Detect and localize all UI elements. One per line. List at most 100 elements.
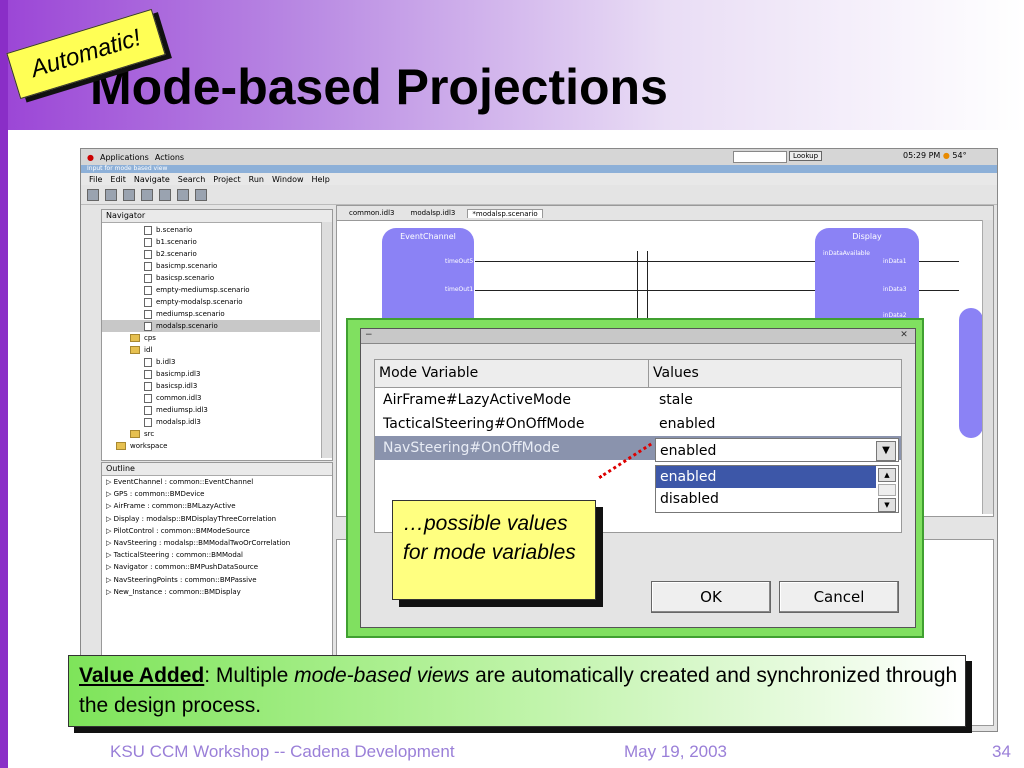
new-icon[interactable] — [87, 189, 99, 201]
expand-icon[interactable]: ▷ — [106, 538, 114, 547]
navigator-item[interactable]: mediumsp.idl3 — [102, 404, 320, 416]
save-icon[interactable] — [105, 189, 117, 201]
expand-icon[interactable]: ▷ — [106, 587, 114, 596]
navigator-item[interactable]: common.idl3 — [102, 392, 320, 404]
close-icon[interactable]: ✕ — [900, 330, 908, 340]
outline-item[interactable]: ▷ PilotControl : common::BMModeSource — [102, 525, 332, 537]
run-icon[interactable] — [159, 189, 171, 201]
navigator-item[interactable]: workspace — [102, 440, 320, 452]
value-dropdown[interactable]: enabled ▼ — [655, 438, 899, 462]
navigator-item[interactable]: basicmp.idl3 — [102, 368, 320, 380]
expand-icon[interactable]: ▷ — [106, 514, 114, 523]
menu-project[interactable]: Project — [213, 174, 241, 184]
navigator-item[interactable]: b2.scenario — [102, 248, 320, 260]
outline-item[interactable]: ▷ AirFrame : common::BMLazyActive — [102, 500, 332, 512]
expand-icon[interactable]: ▷ — [106, 551, 114, 560]
expand-icon[interactable]: ▷ — [106, 575, 114, 584]
options-scrollbar[interactable]: ▲ ▼ — [878, 468, 896, 512]
navigator-item[interactable]: cps — [102, 332, 320, 344]
navigator-item-label: b1.scenario — [156, 238, 197, 246]
menu-run[interactable]: Run — [248, 174, 264, 184]
port-timeout1[interactable]: timeOut1 — [445, 286, 474, 293]
navigator-item[interactable]: basicmp.scenario — [102, 260, 320, 272]
tab-modalsp-idl3[interactable]: modalsp.idl3 — [410, 209, 456, 217]
navigator-item[interactable]: basicsp.scenario — [102, 272, 320, 284]
dialog-titlebar[interactable]: − ✕ — [361, 329, 915, 344]
file-icon — [144, 297, 152, 307]
port-timeout5[interactable]: timeOut5 — [445, 258, 474, 265]
scroll-up-icon[interactable]: ▲ — [878, 468, 896, 482]
navigator-item[interactable]: idl — [102, 344, 320, 356]
clock: 05:29 PM ● 54° — [903, 151, 967, 160]
editor-scrollbar[interactable] — [982, 220, 993, 514]
navigator-item-label: basicsp.scenario — [156, 274, 215, 282]
build-icon[interactable] — [141, 189, 153, 201]
menu-search[interactable]: Search — [177, 174, 206, 184]
minimize-icon[interactable]: − — [365, 330, 373, 340]
lookup-input[interactable] — [733, 151, 787, 163]
navigator-item[interactable]: empty-modalsp.scenario — [102, 296, 320, 308]
tab-common-idl3[interactable]: common.idl3 — [349, 209, 395, 217]
navigator-item[interactable]: b1.scenario — [102, 236, 320, 248]
expand-icon[interactable]: ▷ — [106, 478, 114, 486]
outline-item[interactable]: ▷ EventChannel : common::EventChannel — [102, 476, 332, 488]
outline-item-label: AirFrame : common::BMLazyActive — [113, 502, 236, 511]
scroll-thumb[interactable] — [878, 484, 896, 496]
forward-icon[interactable] — [195, 189, 207, 201]
navigator-item[interactable]: b.idl3 — [102, 356, 320, 368]
outline-item[interactable]: ▷ GPS : common::BMDevice — [102, 488, 332, 500]
navigator-scrollbar[interactable] — [321, 222, 332, 458]
navigator-item[interactable]: modalsp.idl3 — [102, 416, 320, 428]
applications-menu[interactable]: Applications — [99, 152, 149, 162]
tab-modalsp-scenario[interactable]: *modalsp.scenario — [467, 208, 543, 218]
option-disabled[interactable]: disabled — [660, 491, 719, 507]
back-icon[interactable] — [177, 189, 189, 201]
menu-edit[interactable]: Edit — [110, 174, 126, 184]
column-header-values[interactable]: Values — [653, 365, 699, 381]
redhat-icon[interactable]: ● — [87, 152, 94, 162]
navigator-item[interactable]: empty-mediumsp.scenario — [102, 284, 320, 296]
port-indata3[interactable]: inData3 — [883, 286, 907, 293]
menu-window[interactable]: Window — [271, 174, 304, 184]
outline-item[interactable]: ▷ NavSteeringPoints : common::BMPassive — [102, 574, 332, 586]
outline-item[interactable]: ▷ Display : modalsp::BMDisplayThreeCorre… — [102, 513, 332, 525]
expand-icon[interactable]: ▷ — [106, 502, 114, 511]
navigator-item[interactable]: src — [102, 428, 320, 440]
expand-icon[interactable]: ▷ — [106, 490, 114, 499]
folder-icon — [130, 346, 140, 354]
outline-item[interactable]: ▷ NavSteering : modalsp::BMModalTwoOrCor… — [102, 537, 332, 549]
menu-help[interactable]: Help — [311, 174, 330, 184]
steering-component[interactable] — [959, 308, 983, 438]
cancel-button[interactable]: Cancel — [779, 581, 899, 613]
ok-button[interactable]: OK — [651, 581, 771, 613]
menu-navigate[interactable]: Navigate — [133, 174, 170, 184]
option-enabled[interactable]: enabled — [656, 466, 876, 488]
print-icon[interactable] — [123, 189, 135, 201]
outline-item[interactable]: ▷ TacticalSteering : common::BMModal — [102, 549, 332, 561]
connection-wire — [475, 290, 815, 291]
port-indata-available[interactable]: inDataAvailable — [823, 250, 870, 257]
navigator-item[interactable]: basicsp.idl3 — [102, 380, 320, 392]
scroll-down-icon[interactable]: ▼ — [878, 498, 896, 512]
expand-icon[interactable]: ▷ — [106, 563, 114, 572]
lookup-button[interactable]: Lookup — [789, 151, 823, 161]
column-header-mode-variable[interactable]: Mode Variable — [375, 360, 649, 387]
navigator-item[interactable]: b.scenario — [102, 224, 320, 236]
navigator-item[interactable]: modalsp.scenario — [102, 320, 320, 332]
file-icon — [144, 285, 152, 295]
outline-item[interactable]: ▷ Navigator : common::BMPushDataSource — [102, 561, 332, 573]
slide-header — [0, 0, 1024, 130]
outline-item[interactable]: ▷ New_Instance : common::BMDisplay — [102, 586, 332, 598]
actions-menu[interactable]: Actions — [154, 152, 185, 162]
connection-wire — [919, 290, 959, 291]
port-indata2[interactable]: inData2 — [883, 312, 907, 319]
menu-file[interactable]: File — [89, 174, 103, 184]
port-indata1[interactable]: inData1 — [883, 258, 907, 265]
chevron-down-icon[interactable]: ▼ — [876, 441, 896, 461]
file-icon — [144, 369, 152, 379]
expand-icon[interactable]: ▷ — [106, 526, 114, 535]
navigator-item[interactable]: mediumsp.scenario — [102, 308, 320, 320]
